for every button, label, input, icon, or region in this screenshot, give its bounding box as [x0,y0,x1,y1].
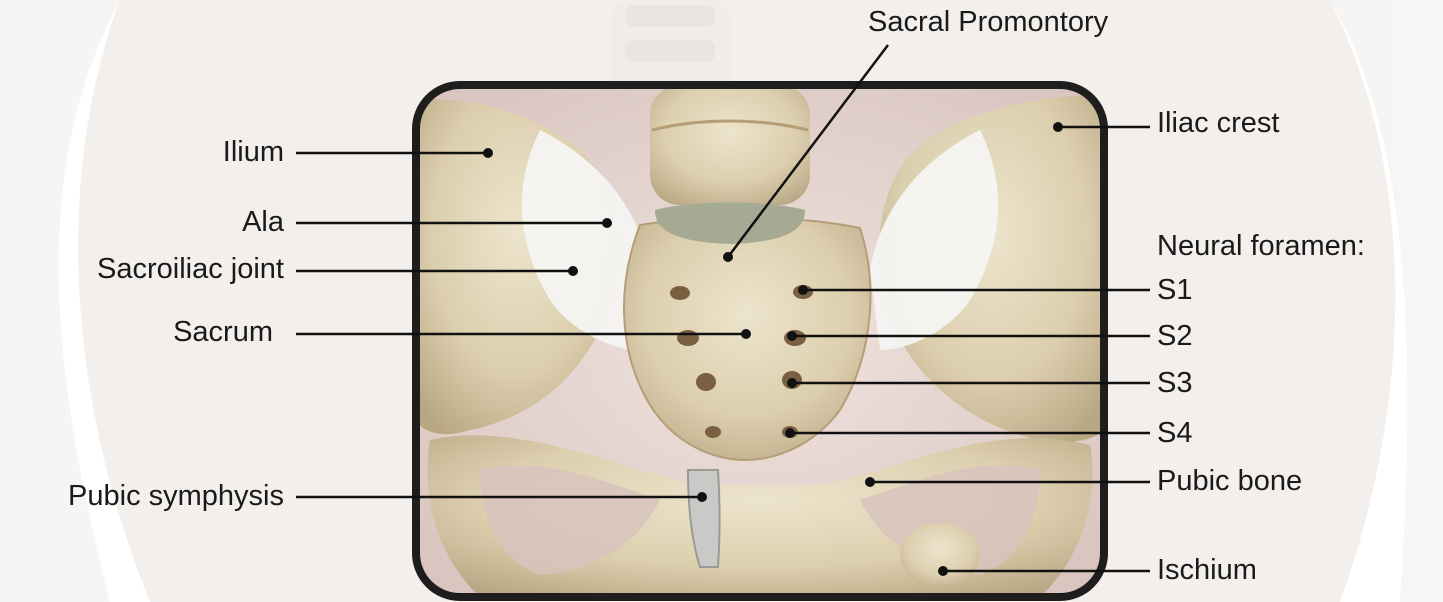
label-s2: S2 [1157,322,1192,351]
label-pubic-bone: Pubic bone [1157,467,1302,496]
label-neural-foramen: Neural foramen: [1157,232,1365,261]
label-iliac-crest: Iliac crest [1157,109,1279,138]
label-sacral-promontory: Sacral Promontory [868,8,1108,37]
label-pubic-symphysis: Pubic symphysis [4,482,284,511]
pelvis-detail [416,85,1104,597]
label-ala: Ala [140,208,284,237]
label-s3: S3 [1157,369,1192,398]
label-sacrum: Sacrum [120,318,273,347]
label-s4: S4 [1157,419,1192,448]
label-ischium: Ischium [1157,556,1257,585]
label-s1: S1 [1157,276,1192,305]
label-ilium: Ilium [140,138,284,167]
label-sacroiliac-joint: Sacroiliac joint [4,255,284,284]
